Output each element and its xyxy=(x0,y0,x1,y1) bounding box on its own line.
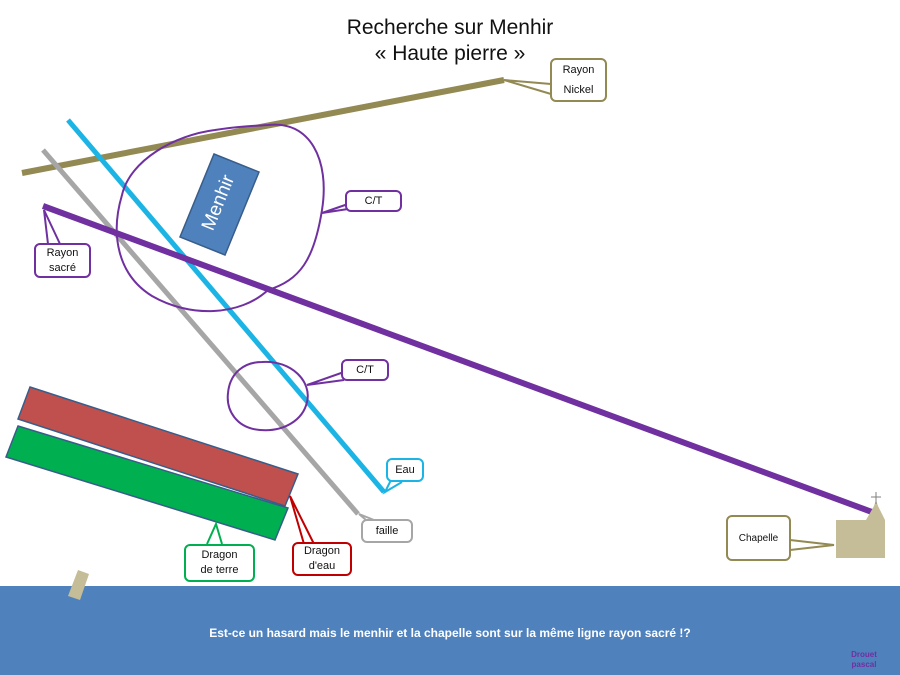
callout-dragon-eau-line-1: Dragon xyxy=(303,545,341,557)
callout-faille: faille xyxy=(361,519,413,543)
footer-question: Est-ce un hasard mais le menhir et la ch… xyxy=(209,626,691,640)
signature-line-1: Drouet xyxy=(851,650,877,659)
callout-ct-bottom: C/T xyxy=(341,359,389,381)
callout-rayon-sacre-line-1: Rayon xyxy=(46,246,79,259)
callout-eau: Eau xyxy=(386,458,424,482)
title-line-1: Recherche sur Menhir xyxy=(346,16,554,39)
small-stone-marker xyxy=(68,570,89,600)
callout-rayon-nickel: Rayon Nickel xyxy=(550,58,607,102)
dragon-terre-pointer xyxy=(206,521,223,545)
callout-dragon-terre-line-2: de terre xyxy=(200,564,239,576)
callout-dragon-eau-line-2: d'eau xyxy=(308,560,336,572)
callout-dragon-eau: Dragon d'eau xyxy=(292,542,352,576)
callout-rayon-sacre-line-2: sacré xyxy=(49,261,76,274)
ct-circle-large xyxy=(115,123,325,312)
callout-rayon-nickel-line-1: Rayon xyxy=(562,64,595,76)
ct-top-pointer xyxy=(321,203,349,214)
ct-circle-small xyxy=(226,360,309,432)
rayon-nickel-line xyxy=(21,77,505,176)
faille-line xyxy=(41,148,360,516)
dragon-eau-pointer xyxy=(289,495,315,545)
title-line-2: « Haute pierre » xyxy=(374,42,526,65)
dragon-terre-bar xyxy=(5,425,290,541)
rayon-sacre-pointer xyxy=(43,209,61,245)
footer-band xyxy=(0,586,900,675)
menhir-shape xyxy=(179,153,260,256)
dragon-eau-bar xyxy=(17,386,299,507)
eau-line xyxy=(66,118,386,494)
chapelle-building xyxy=(836,500,885,558)
callout-rayon-nickel-line-2: Nickel xyxy=(563,84,594,96)
rayon-nickel-pointer xyxy=(503,79,552,95)
callout-dragon-terre: Dragon de terre xyxy=(184,544,255,582)
callout-chapelle: Chapelle xyxy=(726,515,791,561)
callout-rayon-sacre: Rayon sacré xyxy=(34,243,91,278)
faille-pointer xyxy=(358,513,375,521)
chapelle-pointer xyxy=(789,539,835,551)
ct-bottom-pointer xyxy=(306,371,345,386)
signature-line-2: pascal xyxy=(851,660,877,669)
rayon-sacre-line xyxy=(41,203,874,515)
callout-ct-top: C/T xyxy=(345,190,402,212)
callout-dragon-terre-line-1: Dragon xyxy=(201,549,238,561)
